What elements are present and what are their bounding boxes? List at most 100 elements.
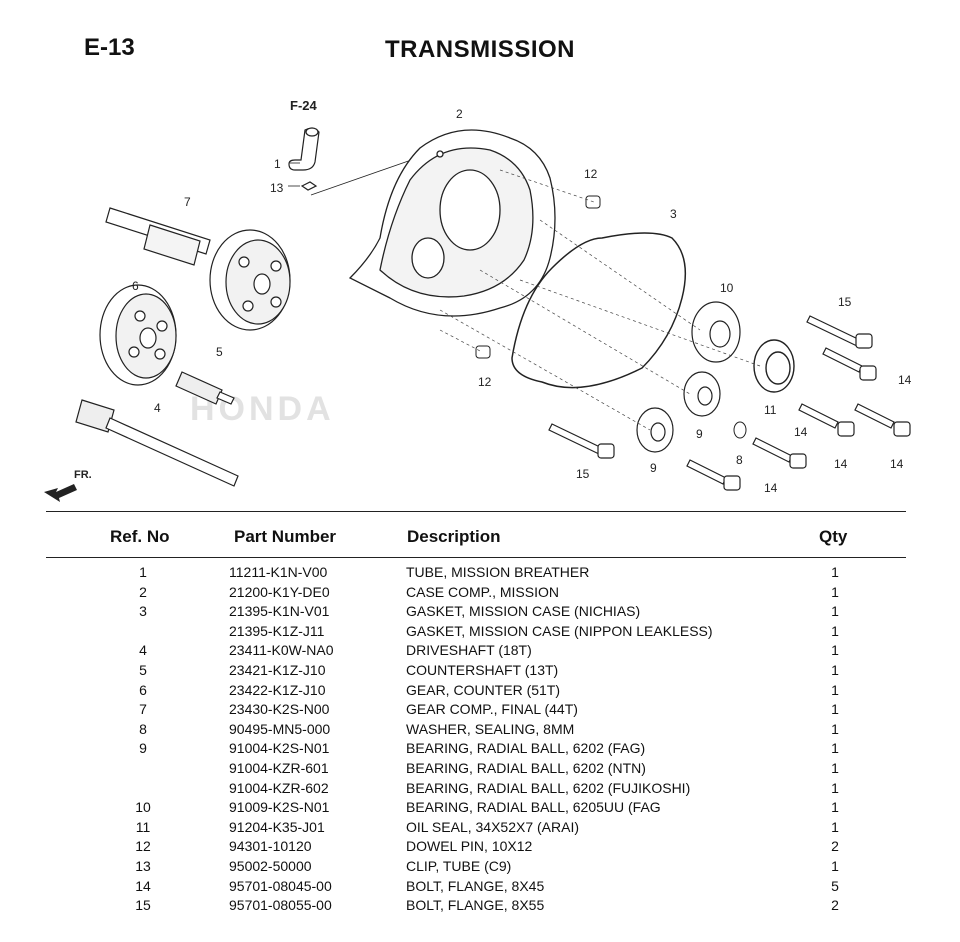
ref-cell: 10 — [135, 799, 151, 816]
callout-7: 7 — [184, 195, 191, 209]
qty-cell: 1 — [831, 564, 839, 580]
qty-cell: 1 — [831, 583, 839, 600]
ref-cell: 15 — [135, 897, 151, 914]
ref-cell: 1 — [139, 564, 147, 580]
description-cell: BEARING, RADIAL BALL, 6202 (NTN) — [406, 759, 646, 776]
callout-8: 8 — [736, 453, 743, 467]
qty-cell: 2 — [831, 897, 839, 914]
description-cell: GASKET, MISSION CASE (NICHIAS) — [406, 603, 641, 620]
page-title: TRANSMISSION — [384, 36, 575, 63]
ref-cell: 11 — [135, 818, 151, 835]
ref-cell: 13 — [135, 857, 151, 874]
description-cell: CASE COMP., MISSION — [406, 583, 559, 600]
description-cell: WASHER, SEALING, 8MM — [406, 720, 575, 737]
bearing-6202 — [683, 371, 721, 417]
qty-cell: 5 — [831, 877, 839, 894]
part-number-cell: 91004-KZR-602 — [229, 779, 329, 796]
description-cell: BEARING, RADIAL BALL, 6205UU (FAG — [406, 799, 661, 816]
ref-link-f24[interactable]: F-24 — [290, 98, 318, 113]
description-cell: BOLT, FLANGE, 8X45 — [406, 877, 545, 894]
part-number-cell: 95701-08055-00 — [229, 897, 332, 914]
flange-bolt-8x45 — [854, 403, 911, 437]
header-qty: Qty — [819, 527, 848, 546]
callout-3: 3 — [670, 207, 677, 221]
flange-bolt-8x45 — [686, 459, 741, 491]
part-number-cell: 90495-MN5-000 — [229, 720, 331, 737]
qty-cell: 1 — [831, 603, 839, 620]
description-cell: DOWEL PIN, 10X12 — [406, 838, 533, 855]
case-gasket — [511, 232, 687, 389]
part-number-cell: 94301-10120 — [229, 838, 312, 855]
table-row: 15 95701-08055-00 BOLT, FLANGE, 8X55 2 — [0, 897, 960, 917]
callout-labels: 1 2 3 4 5 6 7 8 9 9 10 11 12 12 13 14 14… — [132, 107, 912, 495]
description-cell: TUBE, MISSION BREATHER — [406, 564, 590, 580]
callout-11: 11 — [764, 403, 777, 417]
callout-6: 6 — [132, 279, 139, 293]
part-number-cell: 91204-K35-J01 — [229, 818, 325, 835]
counter-gear — [99, 284, 177, 386]
description-cell: GEAR COMP., FINAL (44T) — [406, 701, 578, 718]
description-cell: BOLT, FLANGE, 8X55 — [406, 897, 545, 914]
ref-cell: 7 — [139, 701, 147, 718]
callout-13: 13 — [270, 181, 284, 195]
direction-label: FR. — [74, 469, 92, 481]
ref-cell: 6 — [139, 681, 147, 698]
callout-15a: 15 — [838, 295, 852, 309]
callout-5: 5 — [216, 345, 223, 359]
flange-bolt-8x45 — [798, 403, 855, 437]
description-cell: DRIVESHAFT (18T) — [406, 642, 532, 659]
tube-clip — [300, 181, 318, 191]
callout-2: 2 — [456, 107, 463, 121]
final-gear-comp — [105, 207, 291, 331]
part-number-cell: 23422-K1Z-J10 — [229, 681, 326, 698]
qty-cell: 1 — [831, 799, 839, 816]
qty-cell: 1 — [831, 740, 839, 757]
callout-12b: 12 — [478, 375, 492, 389]
ref-cell: 14 — [135, 877, 151, 894]
qty-cell: 1 — [831, 818, 839, 835]
description-cell: COUNTERSHAFT (13T) — [406, 661, 559, 678]
sealing-washer — [733, 421, 747, 439]
table-top-rule — [46, 511, 906, 512]
callout-9b: 9 — [650, 461, 657, 475]
callout-14b: 14 — [794, 425, 808, 439]
part-number-cell: 95002-50000 — [229, 857, 312, 874]
part-number-cell: 23421-K1Z-J10 — [229, 661, 326, 678]
bearing-6202 — [636, 407, 674, 453]
ref-cell: 2 — [139, 583, 147, 600]
qty-cell: 1 — [831, 779, 839, 796]
table-row: 2 21200-K1Y-DE0 CASE COMP., MISSION 1 — [0, 584, 960, 604]
table-row: 3 21395-K1N-V01 GASKET, MISSION CASE (NICH… — [0, 603, 960, 623]
part-number-cell: 21395-K1N-V01 — [229, 603, 330, 620]
ref-cell: 9 — [139, 740, 147, 757]
ref-cell: 3 — [139, 603, 147, 620]
qty-cell: 1 — [831, 759, 839, 776]
driveshaft — [75, 399, 239, 487]
part-number-cell: 21200-K1Y-DE0 — [229, 583, 330, 600]
mission-case — [348, 129, 556, 317]
qty-cell: 1 — [831, 720, 839, 737]
callout-4: 4 — [154, 401, 161, 415]
qty-cell: 1 — [831, 622, 839, 639]
ref-cell: 5 — [139, 661, 147, 678]
part-number-cell: 11211-K1N-V00 — [229, 564, 328, 580]
description-cell: GEAR, COUNTER (51T) — [406, 681, 561, 698]
bearing-6205uu — [691, 301, 741, 363]
page-code: E-13 — [84, 34, 135, 61]
qty-cell: 1 — [831, 642, 839, 659]
ref-cell: 12 — [135, 838, 151, 855]
